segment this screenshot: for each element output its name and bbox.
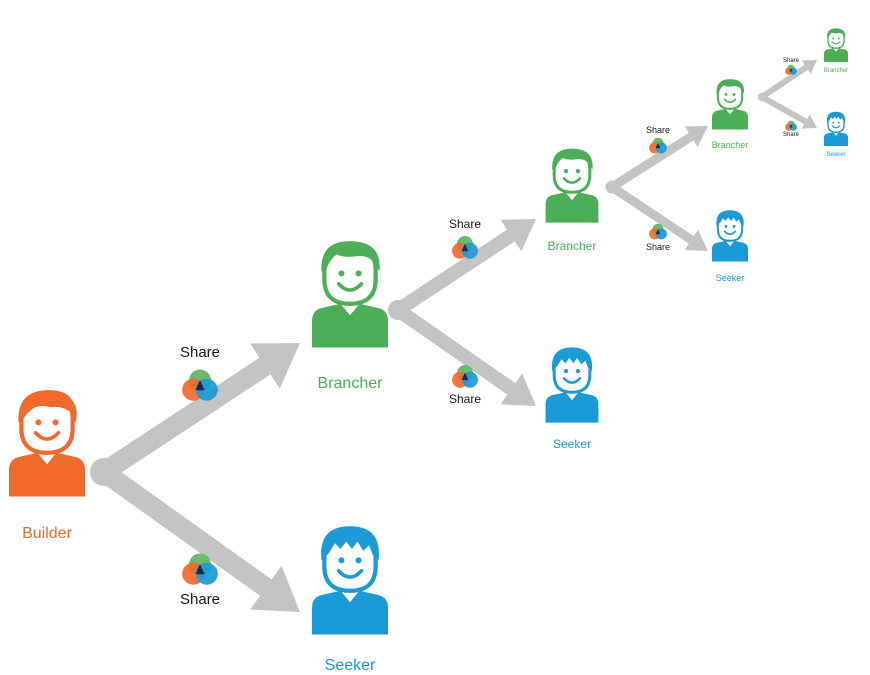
branch-joint-4 <box>757 92 767 102</box>
share-label: Share <box>783 132 800 138</box>
brancher-label: Brancher <box>824 68 848 74</box>
seeker-figure-icon <box>545 347 599 423</box>
seeker-figure-icon <box>712 210 748 262</box>
builder-label: Builder <box>22 525 72 542</box>
person-brancher-3: Brancher <box>712 79 749 150</box>
share-3-down: Share <box>646 223 670 252</box>
arrow-brancher2-to-brancher3 <box>609 126 708 191</box>
share-1-up: Share <box>180 344 220 401</box>
seeker-label: Seeker <box>325 657 376 674</box>
person-brancher-2: Brancher <box>545 148 599 253</box>
arrows-layer <box>90 60 817 612</box>
brancher-label: Brancher <box>318 375 384 392</box>
seeker-label: Seeker <box>826 152 845 158</box>
person-brancher-1: Brancher <box>312 241 388 392</box>
seeker-label: Seeker <box>553 437 591 451</box>
share-venn-icon <box>649 137 667 154</box>
share-label: Share <box>783 58 800 64</box>
person-seeker-2: Seeker <box>545 347 599 451</box>
arrow-brancher2-to-seeker3 <box>609 183 708 251</box>
person-brancher-4: Brancher <box>824 28 848 74</box>
arrow-builder-to-brancher <box>98 343 300 481</box>
seeker-label: Seeker <box>716 273 745 283</box>
share-venn-icon <box>785 120 797 131</box>
branch-joint-3 <box>605 180 619 194</box>
arrow-brancher1-to-brancher2 <box>394 219 536 316</box>
share-4-down: Share <box>783 120 800 138</box>
arrow-brancher3-to-brancher4 <box>760 60 817 100</box>
person-seeker-1: Seeker <box>312 526 388 674</box>
share-1-down: Share <box>180 553 220 608</box>
arrow-brancher3-to-seeker4 <box>760 94 817 129</box>
seeker-figure-icon <box>824 111 848 146</box>
share-venn-icon <box>649 223 667 240</box>
share-2-down: Share <box>449 365 481 406</box>
brancher-label: Brancher <box>712 140 749 150</box>
arrow-brancher1-to-seeker2 <box>394 304 536 406</box>
share-venn-icon <box>452 236 478 259</box>
share-label: Share <box>646 242 670 252</box>
branch-joint-1 <box>90 458 118 486</box>
share-venn-icon <box>785 64 797 75</box>
share-label: Share <box>646 125 670 135</box>
brancher-figure-icon <box>712 79 748 130</box>
brancher-figure-icon <box>545 148 599 223</box>
arrow-builder-to-seeker <box>98 463 300 612</box>
share-2-up: Share <box>449 217 481 259</box>
share-label: Share <box>180 344 220 361</box>
share-label: Share <box>449 392 481 406</box>
people-layer: BuilderBrancherSeekerBrancherSeekerBranc… <box>8 28 848 674</box>
brancher-figure-icon <box>312 241 388 348</box>
seeker-figure-icon <box>312 526 388 635</box>
brancher-figure-icon <box>824 28 848 62</box>
builder-figure-icon <box>8 390 85 497</box>
brancher-label: Brancher <box>548 239 597 253</box>
share-label: Share <box>180 591 220 608</box>
share-venn-icon <box>452 365 478 388</box>
share-label: Share <box>449 217 481 231</box>
person-seeker-3: Seeker <box>712 210 748 283</box>
person-seeker-4: Seeker <box>824 111 848 158</box>
share-venn-icon <box>182 553 218 585</box>
person-builder: Builder <box>8 390 85 542</box>
share-venn-icon <box>182 369 218 401</box>
share-4-up: Share <box>783 58 800 75</box>
share-3-up: Share <box>646 125 670 154</box>
branch-joint-2 <box>388 300 408 320</box>
